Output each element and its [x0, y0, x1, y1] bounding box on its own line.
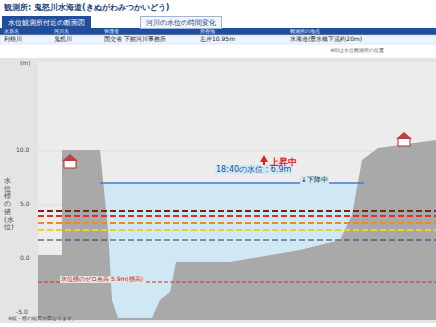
footnote: ※縦・横の縮尺が異なります。 [8, 316, 77, 322]
warning-levels [38, 211, 436, 240]
axis-title: 水位標の値(水位) [4, 178, 11, 232]
tab-label: 水位観測所付近の断面図 [8, 18, 85, 28]
page-title: 観測所: 鬼怒川水海道(きぬがわみつかいどう) [4, 3, 169, 12]
axis-tick: 0.0 [20, 255, 30, 262]
trend-label: ↓下降中 [300, 176, 329, 184]
table-header: 水系名 [4, 29, 19, 35]
tab-box: 水位観測所付近の断面図 [2, 16, 91, 29]
axis-tick: -5.0 [16, 309, 28, 316]
trend-label: 上昇中 [270, 157, 297, 167]
table-header: 管理者 [104, 29, 119, 35]
tab-box: 河川の水位の時間変化 [140, 16, 222, 29]
table-cell: 国交省 下館河川事務所 [104, 36, 166, 43]
table-value-row [0, 35, 436, 44]
tab-label: 河川の水位の時間変化 [146, 18, 216, 28]
house-icon [62, 132, 412, 168]
axis-tick: 5.0 [20, 201, 30, 208]
table-header-bar [0, 28, 436, 35]
table-header: 所在地 [200, 29, 215, 35]
note-text: ※印は水位観測所の位置 [330, 48, 384, 54]
table-cell: 鬼怒川 [54, 36, 72, 43]
axis-unit: (m) [20, 60, 31, 67]
zero-line-label: 水位標のゼロ点高 5.9m(標高) [60, 276, 144, 283]
table-cell: 水海道(豊水橋下流約20m) [290, 36, 362, 43]
table-cell: 左岸10.95m [200, 36, 235, 43]
plot-area [38, 62, 436, 320]
table-header: 観測所の地点 [290, 29, 320, 35]
chart-ground [0, 58, 436, 323]
table-header: 河川名 [54, 29, 69, 35]
axis-tick: 10.0 [16, 147, 29, 154]
ground-profile [38, 140, 436, 320]
table-cell: 利根川 [4, 36, 22, 43]
